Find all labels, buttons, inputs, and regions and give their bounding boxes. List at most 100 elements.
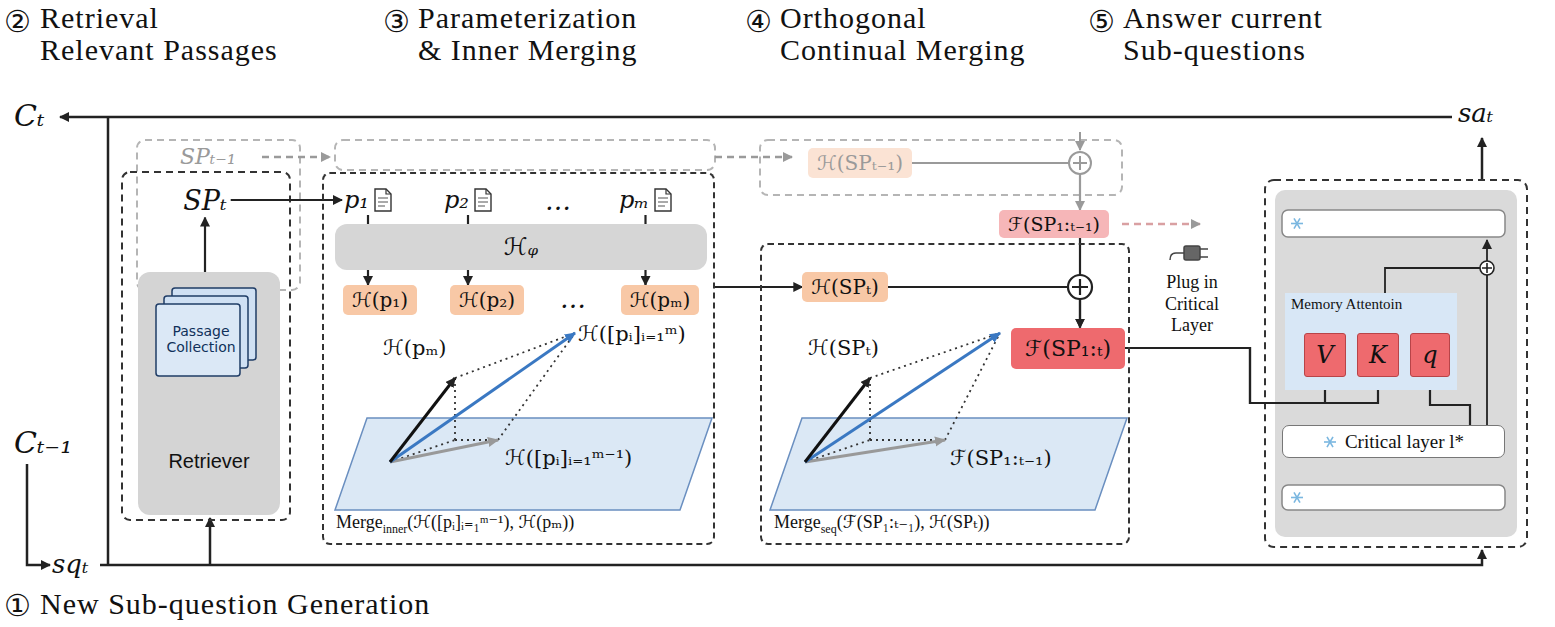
step-number: ③: [383, 4, 410, 39]
plug-caption: Plug in Critical Layer: [1164, 272, 1221, 337]
passage-doc: pₘ: [617, 185, 674, 215]
drawing-path: [107, 117, 110, 565]
drawing-path: [390, 378, 455, 462]
context-symbol: Cₜ₋₁: [14, 425, 72, 460]
merged-param-box: ℱ(SP₁:ₜ): [1011, 328, 1125, 369]
drawing-line: [1294, 492, 1300, 502]
hypernetwork-band: ℋᵩ: [335, 224, 707, 270]
step-title: Answer current Sub-questions: [1123, 2, 1326, 67]
vector-label: ℋ(SPₜ): [808, 336, 879, 360]
drawing-path: [1482, 263, 1492, 273]
drawing-path: [805, 333, 1000, 462]
node-text: Retriever: [168, 450, 249, 473]
node-text: pₘ: [619, 186, 649, 214]
inner-merge-vectors: [335, 333, 712, 510]
step-title: Parameterization & Inner Merging: [418, 2, 641, 67]
step-number: ①: [4, 588, 31, 623]
flow-arrow: [231, 199, 342, 201]
drawing-path: [869, 378, 871, 440]
drawing-path: [945, 333, 1000, 440]
merge-subscript: seq: [821, 522, 837, 536]
drawing-rect: [156, 304, 240, 376]
llm-block: [1265, 180, 1527, 547]
passage-doc: p₂: [442, 185, 494, 215]
drawing-path: [1122, 223, 1200, 226]
param-box: ℋ(SPₜ): [802, 272, 887, 302]
node-text: p₂: [444, 186, 469, 214]
drawing-rect: [1275, 190, 1517, 537]
merge-op: Merge: [336, 512, 383, 532]
drawing-line: [1327, 436, 1333, 446]
retriever-box: Retriever Passage Collection: [138, 272, 280, 515]
merge-args: (ℋ([pᵢ]ᵢ₌₁ᵐ⁻¹), ℋ(pₘ)): [407, 512, 574, 532]
continual-merge-vectors: [770, 333, 1127, 510]
drawing-path: [378, 198, 388, 206]
drawing-circle: [1480, 261, 1494, 275]
drawing-path: [386, 189, 391, 194]
drawing-path: [1073, 156, 1087, 170]
node-text: ℋᵩ: [504, 233, 538, 261]
previous-step-ghost: [137, 132, 1200, 290]
add-operator: [1068, 275, 1092, 299]
drawing-path: [1486, 240, 1488, 261]
drawing-line: [1327, 436, 1333, 446]
vector-label: ℋ(pₘ): [383, 336, 446, 360]
node-text: Memory Attentoin: [1291, 296, 1402, 313]
attention-vector: V: [1304, 333, 1346, 377]
frozen-icon: [1323, 435, 1337, 449]
drawing-polygon: [335, 418, 712, 510]
faded-plus: [1069, 152, 1091, 174]
flow-arrow: [888, 287, 1080, 328]
merge-args: (ℱ(SP₁:ₜ₋₁), ℋ(SPₜ)): [837, 512, 990, 532]
drawing-path: [1200, 249, 1208, 257]
param-box: ℋ(pₘ): [621, 285, 699, 315]
continual-merge-panel: Mergeseq(ℱ(SP₁:ₜ₋₁), ℋ(SPₜ))ℋ(SPₜ)ℱ(SP₁:…: [760, 243, 1130, 545]
drawing-path: [715, 156, 792, 159]
attention-vector: q: [1410, 333, 1450, 377]
flow-arrow: [204, 218, 206, 273]
node-text: ℱ(SP₁:ₜ₋₁): [1008, 213, 1100, 235]
residual-add: [1480, 261, 1494, 275]
retrieval-frame: [122, 172, 290, 520]
drawing-path: [1072, 279, 1088, 295]
drawing-path: [478, 198, 488, 206]
step-number: ⑤: [1088, 4, 1115, 39]
vector-label: ℋ([pᵢ]ᵢ₌₁ᵐ): [578, 322, 686, 346]
node-text: Passage Collection: [165, 323, 238, 355]
node-text: q: [1422, 341, 1437, 369]
drawing-line: [1294, 218, 1300, 228]
node-text: V: [1316, 341, 1333, 369]
drawing-path: [1481, 138, 1484, 180]
plug-icon: [1170, 246, 1208, 260]
drawing-rect: [760, 140, 1122, 195]
drawing-path: [658, 198, 668, 206]
flow-arrow: [715, 286, 802, 288]
merge-subscript: inner: [383, 522, 408, 536]
drawing-path: [805, 440, 945, 462]
previous-passages: SPₜ₋₁: [180, 144, 236, 169]
passage-set: SPₜ: [179, 183, 230, 218]
drawing-rect: [335, 140, 715, 170]
drawing-g: [1324, 436, 1336, 446]
drawing-g: [805, 333, 1000, 462]
drawing-path: [1486, 275, 1488, 425]
node-text: K: [1369, 341, 1387, 369]
ellipsis: …: [560, 284, 586, 314]
drawing-path: [475, 189, 491, 211]
node-text: SPₜ: [183, 185, 226, 216]
drawing-path: [209, 518, 212, 565]
drawing-path: [805, 378, 870, 462]
node-text: Critical layer l*: [1345, 431, 1464, 453]
node-text: ℋ(p₁): [352, 288, 408, 312]
drawing-path: [870, 333, 1000, 378]
drawing-path: [1079, 132, 1081, 150]
drawing-path: [60, 116, 1452, 119]
subquestion-symbol: sqₜ: [52, 549, 88, 579]
drawing-path: [1170, 253, 1184, 260]
step-number: ②: [4, 4, 31, 39]
context-symbol: Cₜ: [14, 98, 44, 133]
drawing-rect: [1282, 485, 1505, 510]
node-text: ℋ(SPₜ₋₁): [817, 151, 903, 175]
inner-merge-panel: Mergeinner(ℋ([pᵢ]ᵢ₌₁ᵐ⁻¹), ℋ(pₘ))ℋᵩp₁p₂pₘ…: [322, 172, 715, 545]
drawing-rect: [1184, 246, 1200, 260]
